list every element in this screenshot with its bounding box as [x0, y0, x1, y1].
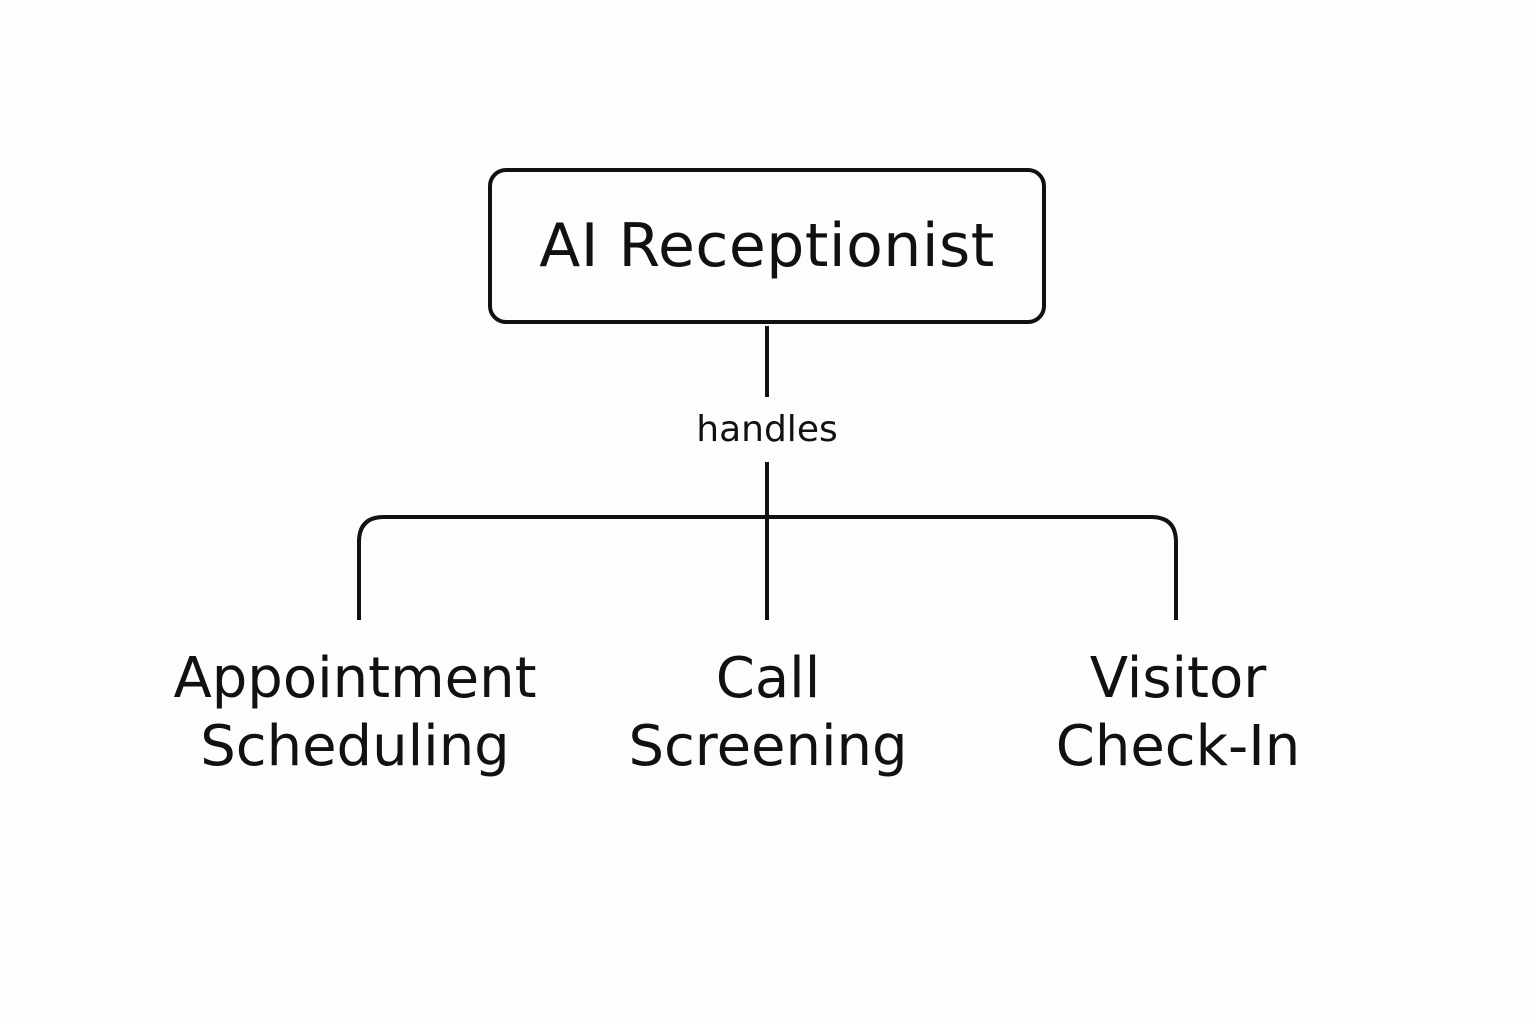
root-node-label: AI Receptionist: [539, 211, 995, 281]
child-node-label-line: Appointment: [173, 646, 537, 711]
child-node-label-line: Scheduling: [200, 714, 510, 779]
child-node-label-line: Screening: [628, 714, 908, 779]
child-node-call-screening: Call Screening: [558, 645, 978, 781]
child-node-label-line: Call: [715, 646, 821, 711]
child-node-appointment-scheduling: Appointment Scheduling: [145, 645, 565, 781]
root-node: AI Receptionist: [488, 168, 1046, 324]
child-node-label-line: Visitor: [1089, 646, 1267, 711]
child-node-visitor-check-in: Visitor Check-In: [968, 645, 1388, 781]
branch-bracket-line: [357, 515, 1178, 620]
child-node-label-line: Check-In: [1055, 714, 1301, 779]
edge-label: handles: [696, 409, 838, 450]
